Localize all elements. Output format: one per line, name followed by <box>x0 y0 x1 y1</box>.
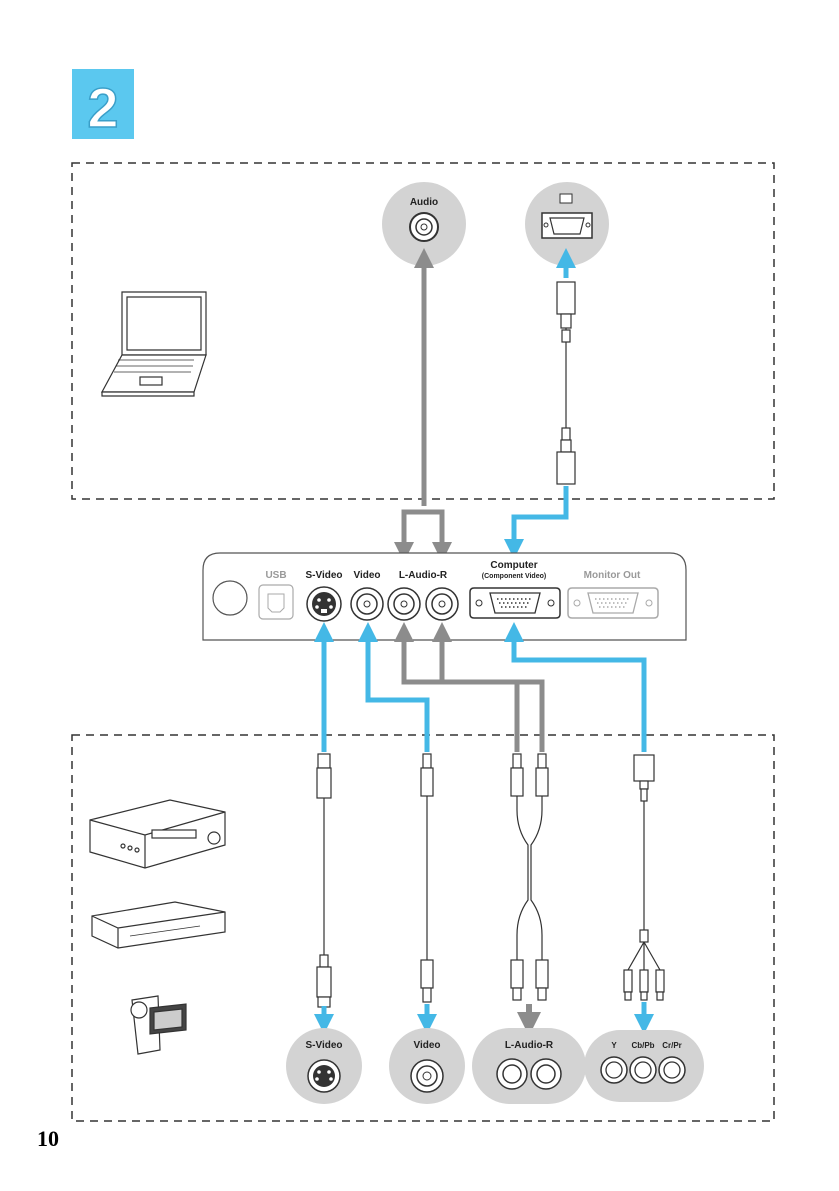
audio-port-right[interactable] <box>426 588 458 620</box>
component-cable <box>624 755 664 1000</box>
svideo-port-label: S-Video <box>305 570 342 581</box>
step-badge: 2 <box>72 69 134 139</box>
projector-panel: USB S-Video Video L-Audio-R <box>203 553 686 640</box>
device-y-label: Y <box>611 1041 617 1050</box>
monitor-icon <box>560 194 572 203</box>
vga-cable-computer <box>557 282 575 484</box>
device-cr-label: Cr/Pr <box>662 1041 682 1050</box>
monitor-out-port[interactable] <box>568 588 658 618</box>
audio-port-left[interactable] <box>388 588 420 620</box>
page-number: 10 <box>37 1126 59 1152</box>
device-component-port[interactable]: Y Cb/Pb Cr/Pr <box>584 1030 704 1102</box>
device-video-label: Video <box>413 1040 440 1051</box>
computer-audio-port-label: Audio <box>410 197 438 208</box>
audio-line-right <box>442 632 542 752</box>
camcorder-icon <box>131 996 186 1054</box>
svideo-port[interactable] <box>307 587 341 621</box>
video-port-label: Video <box>353 570 380 581</box>
projector-foot <box>213 581 247 615</box>
computer-monitor-port[interactable] <box>525 182 609 266</box>
step-number: 2 <box>87 76 118 139</box>
computer-audio-port[interactable]: Audio <box>382 182 466 266</box>
video-port[interactable] <box>351 588 383 620</box>
device-audio-port[interactable]: L-Audio-R <box>472 1028 586 1104</box>
device-video-port[interactable]: Video <box>389 1028 465 1104</box>
audio-port-label: L-Audio-R <box>399 570 448 581</box>
device-svideo-port[interactable]: S-Video <box>286 1028 362 1104</box>
laptop-icon <box>102 292 206 396</box>
monitor-out-port-label: Monitor Out <box>584 570 641 581</box>
audio-cable <box>511 754 548 1000</box>
device-svideo-label: S-Video <box>305 1040 342 1051</box>
svideo-cable <box>317 754 331 1007</box>
device-audio-label: L-Audio-R <box>505 1040 554 1051</box>
vcr-icon <box>90 800 225 868</box>
usb-port-label: USB <box>265 570 286 581</box>
component-line <box>514 632 644 752</box>
computer-video-line <box>514 486 566 549</box>
usb-port[interactable] <box>259 585 293 619</box>
video-cable <box>421 754 433 1002</box>
video-line <box>368 632 427 752</box>
computer-audio-split <box>404 512 442 549</box>
audio-line-left <box>404 632 517 752</box>
device-cb-label: Cb/Pb <box>631 1041 654 1050</box>
computer-port-label: Computer <box>490 560 537 571</box>
computer-port[interactable] <box>470 588 560 618</box>
computer-port-sublabel: (Component Video) <box>482 573 546 580</box>
dvd-player-icon <box>92 902 225 948</box>
